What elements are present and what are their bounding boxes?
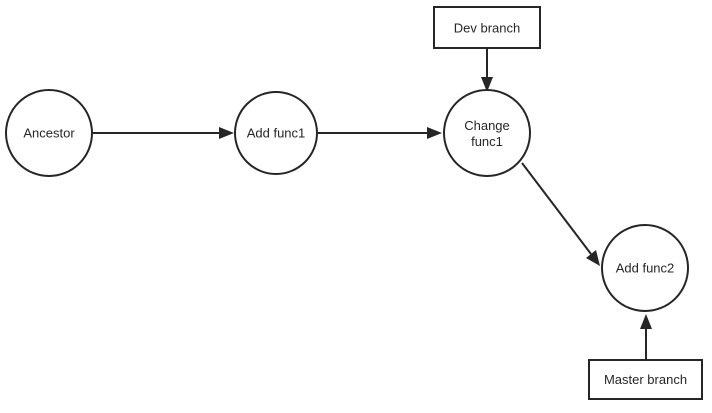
arrow-head xyxy=(219,127,234,139)
node-change-func1: Change func1 xyxy=(443,89,531,177)
node-add-func2: Add func2 xyxy=(601,224,689,312)
node-label-line1: Change xyxy=(464,118,510,133)
edge-ancestor-to-add-func1 xyxy=(93,127,234,139)
arrow-head xyxy=(640,314,652,329)
node-label: Ancestor xyxy=(23,126,75,141)
node-label: Add func2 xyxy=(616,261,675,276)
node-circle xyxy=(601,224,689,312)
arrow-head xyxy=(481,77,493,92)
node-circle xyxy=(234,91,318,175)
branch-label: Dev branch xyxy=(454,21,520,36)
edges xyxy=(93,48,652,360)
branch-label: Master branch xyxy=(604,372,687,387)
edge-change-func1-to-add-func2 xyxy=(521,162,600,266)
branch-dev: Dev branch xyxy=(433,6,541,49)
edge-master-branch-to-add-func2 xyxy=(640,314,652,360)
node-circle xyxy=(443,89,531,177)
node-label: Add func1 xyxy=(247,126,306,141)
node-label-line2: func1 xyxy=(471,134,503,149)
edge-add-func1-to-change-func1 xyxy=(318,127,442,139)
node-add-func1: Add func1 xyxy=(234,91,318,175)
branch-box xyxy=(588,359,703,400)
branch-box xyxy=(433,6,541,49)
node-ancestor: Ancestor xyxy=(5,89,93,177)
arrow-head xyxy=(427,127,442,139)
node-circle xyxy=(5,89,93,177)
branch-master: Master branch xyxy=(588,359,703,400)
arrow-head xyxy=(586,250,600,266)
edge-dev-branch-to-change-func1 xyxy=(481,48,493,92)
